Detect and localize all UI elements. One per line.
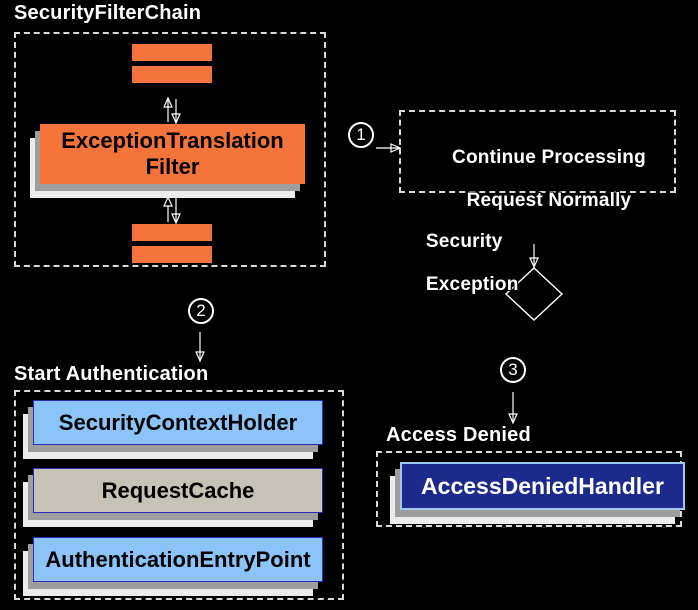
group-security-filter-chain — [14, 32, 326, 267]
filter-slab-3 — [132, 224, 212, 241]
node-face: SecurityContextHolder — [33, 400, 323, 445]
step-number-1: 1 — [348, 122, 374, 148]
exception-filter-line-1: ExceptionTranslation — [61, 128, 284, 153]
group-continue-processing — [399, 110, 676, 193]
node-security-context-holder[interactable]: SecurityContextHolder — [23, 400, 323, 459]
node-exception-translation-filter[interactable]: ExceptionTranslation Filter — [30, 124, 305, 198]
node-face: AuthenticationEntryPoint — [33, 537, 323, 582]
continue-line-2: Request Normally — [466, 189, 632, 211]
step-number-3: 3 — [500, 357, 526, 383]
group-label-security-filter-chain: SecurityFilterChain — [14, 2, 202, 24]
node-face: AccessDeniedHandler — [400, 462, 685, 510]
node-face: ExceptionTranslation Filter — [40, 124, 305, 184]
group-label-access-denied: Access Denied — [386, 424, 531, 446]
filter-slab-2 — [132, 66, 212, 83]
node-face: RequestCache — [33, 468, 323, 513]
group-start-authentication — [14, 390, 344, 600]
node-access-denied-handler[interactable]: AccessDeniedHandler — [390, 462, 685, 524]
step-number-2: 2 — [188, 298, 214, 324]
filter-slab-4 — [132, 246, 212, 263]
annotation-security-exception: Security Exception — [404, 210, 519, 316]
node-request-cache[interactable]: RequestCache — [23, 468, 323, 527]
node-authentication-entry-point[interactable]: AuthenticationEntryPoint — [23, 537, 323, 596]
continue-line-1: Continue Processing — [452, 147, 646, 169]
security-exception-line-2: Exception — [425, 273, 519, 295]
security-exception-line-1: Security — [425, 231, 503, 253]
group-label-start-authentication: Start Authentication — [14, 363, 209, 385]
exception-filter-line-2: Filter — [145, 154, 200, 179]
group-label-continue-processing: Continue Processing Request Normally — [412, 126, 664, 232]
filter-slab-1 — [132, 44, 212, 61]
